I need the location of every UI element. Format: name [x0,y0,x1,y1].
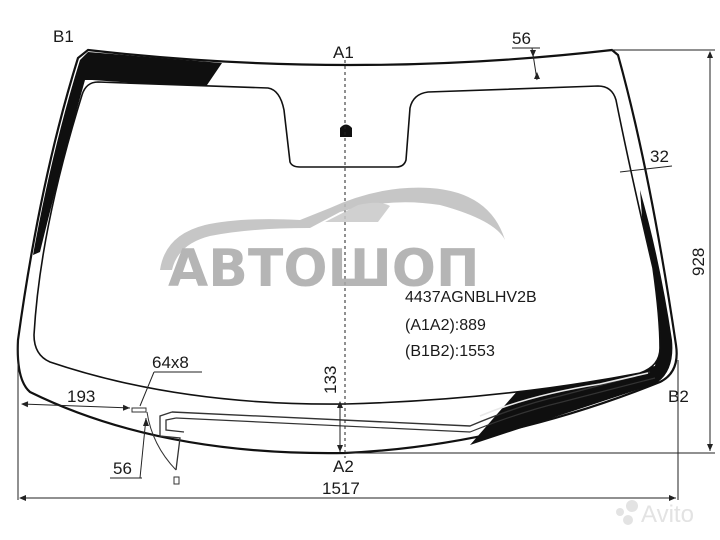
label-b1: B1 [53,27,74,46]
dim-line-side-band [619,165,673,173]
dim-sensor-size: 64x8 [152,353,189,372]
avito-watermark: Avito [616,500,694,528]
avito-label: Avito [641,501,694,528]
heater-bright-trace [479,372,649,417]
car-silhouette-icon [160,187,505,270]
dim-height: 928 [689,248,708,276]
label-a2: A2 [333,457,354,476]
dim-arrow [143,418,149,426]
car-window-shape [325,202,390,222]
spec-a1a2: (A1A2):889 [405,317,486,334]
dim-line-left-offset [21,401,131,411]
dim-leader-bottom-band [139,417,147,479]
part-number: 4437AGNBLHV2B [405,289,537,306]
watermark-brand: АВТОШОП [168,239,480,299]
dim-side-band: 32 [650,147,669,166]
mirror-mount [340,124,352,137]
spec-b1b2: (B1B2):1553 [405,343,495,360]
dim-bottom-band: 56 [113,459,132,478]
dim-left-offset: 193 [67,387,95,406]
sensor-pad [131,407,147,413]
sensor-wire [146,411,177,471]
dim-arrow [530,50,536,57]
ceramic-band-top-left [33,52,222,255]
avito-dot-icon [623,515,633,525]
inner-frame [33,81,661,405]
watermark-logo: АВТОШОП [160,187,505,299]
dim-arrow [534,72,540,79]
dim-leader-sensor [139,371,155,407]
avito-dot-icon [616,508,624,516]
heater-trace-inner [175,377,656,433]
label-a1: A1 [333,43,354,62]
dim-width: 1517 [322,479,360,498]
dim-top-band: 56 [512,29,531,48]
ceramic-band-right [470,190,673,445]
dim-center-gap: 133 [321,366,340,394]
heater-trace-outer [171,371,651,427]
connector-terminal [173,476,180,485]
connector-trace [159,411,185,471]
avito-dot-icon [626,500,638,512]
